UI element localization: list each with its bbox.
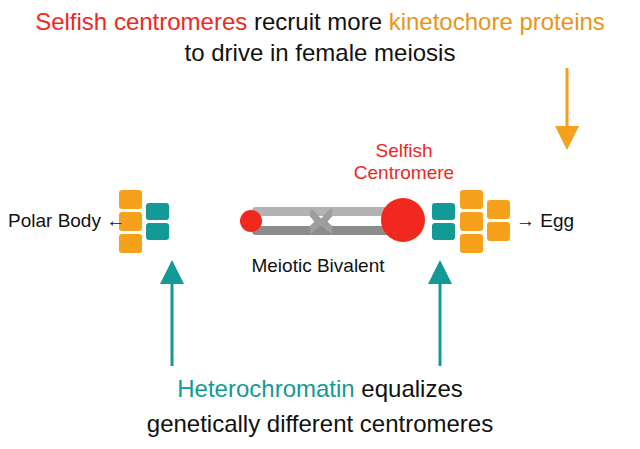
polar-body-label: Polar Body ←	[8, 209, 120, 233]
kinetochore-proteins	[460, 190, 510, 253]
word: equalizes	[361, 375, 462, 402]
bivalent-label: Meiotic Bivalent	[218, 254, 418, 278]
word: proteins	[519, 8, 604, 35]
leader-arrow	[566, 68, 569, 138]
word: centromeres	[360, 410, 493, 437]
heterochromatin	[432, 203, 455, 240]
word: recruit	[254, 8, 321, 35]
word: different	[267, 410, 353, 437]
caption: Heterochromatin equalizes genetically di…	[20, 372, 620, 442]
selfish-centromere-label: Selfish Centromere	[344, 140, 464, 184]
leader-arrow	[171, 272, 174, 366]
word: female	[295, 39, 367, 66]
egg-label: → Egg	[516, 209, 626, 233]
heterochromatin	[146, 203, 169, 240]
kinetochore-proteins	[119, 190, 142, 253]
word: drive	[211, 39, 263, 66]
word: to	[185, 39, 205, 66]
word: more	[327, 8, 382, 35]
word: centromeres	[114, 8, 247, 35]
title: Selfish centromeres recruit more kinetoc…	[20, 6, 620, 68]
selfish-centromere	[381, 198, 425, 242]
centromere-small	[240, 210, 262, 232]
word: Heterochromatin	[177, 375, 354, 402]
word: meiosis	[374, 39, 455, 66]
word: in	[270, 39, 289, 66]
word: Selfish	[35, 8, 107, 35]
word: kinetochore	[389, 8, 513, 35]
leader-arrow	[439, 272, 442, 366]
meiotic-bivalent	[252, 207, 402, 235]
word: genetically	[147, 410, 260, 437]
